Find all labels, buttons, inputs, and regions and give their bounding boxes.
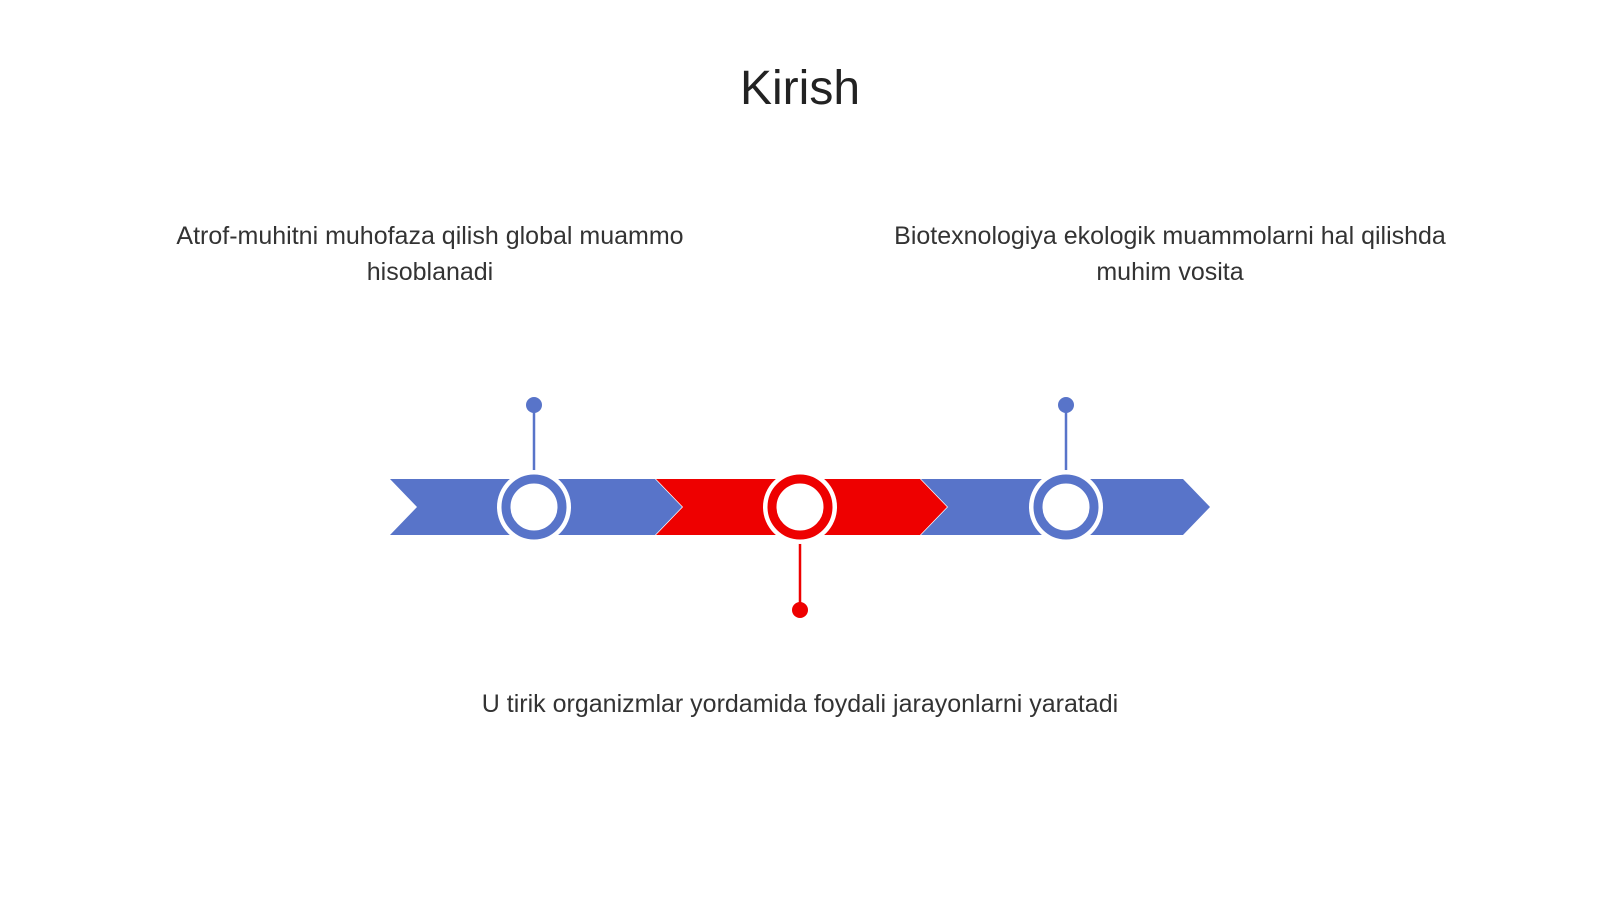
timeline-marker-3 bbox=[1029, 397, 1103, 544]
timeline-point-3-text: Biotexnologiya ekologik muammolarni hal … bbox=[894, 222, 1446, 286]
slide-title: Kirish bbox=[739, 62, 861, 115]
timeline-marker-2 bbox=[763, 470, 837, 618]
timeline-marker-1 bbox=[497, 397, 571, 544]
timeline-point-1-text: Atrof-muhitni muhofaza qilish global mua… bbox=[176, 222, 684, 286]
timeline-point-2-text: U tirik organizmlar yordamida foydali ja… bbox=[481, 690, 1119, 718]
